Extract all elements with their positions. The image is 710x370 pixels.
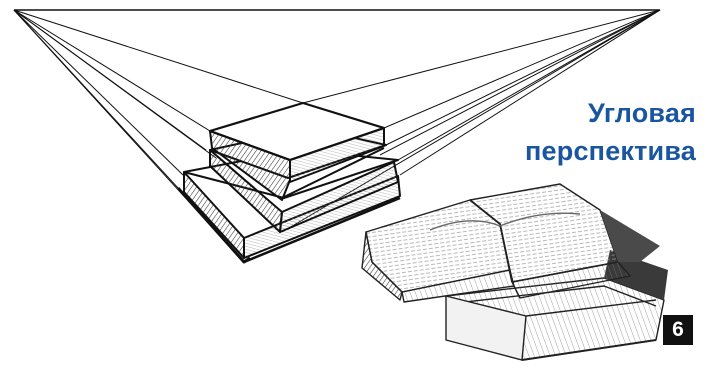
- title-line-1: Угловая: [525, 94, 696, 132]
- section-title: Угловая перспектива: [525, 94, 696, 170]
- title-line-2: перспектива: [525, 132, 696, 170]
- page-number-badge: 6: [663, 315, 693, 345]
- page-number: 6: [672, 318, 684, 342]
- open-books-sketch: [362, 184, 668, 360]
